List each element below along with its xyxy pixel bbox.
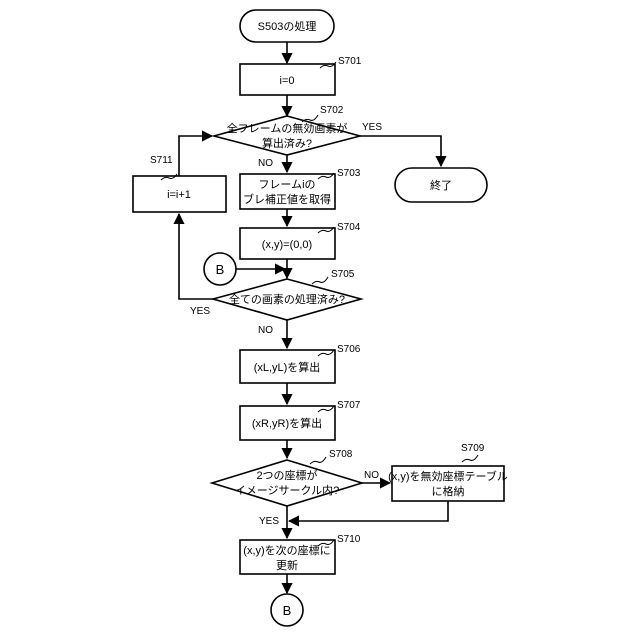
decision-s705: 全ての画素の処理済み?	[213, 279, 361, 320]
decision-s702: 全フレームの無効画素が 算出済み?	[214, 116, 360, 155]
decision-s708: 2つの座標が イメージサークル内?	[212, 460, 362, 506]
leader-s709	[462, 455, 478, 462]
step-id-s702: S702	[320, 105, 344, 116]
decision-s705-line1: 全ての画素の処理済み?	[229, 292, 345, 306]
process-s704: (x,y)=(0,0)	[240, 228, 335, 259]
process-s703: フレームiの ブレ補正値を取得	[240, 174, 335, 209]
connector-b-top: B	[204, 253, 236, 285]
start-label: S503の処理	[258, 20, 317, 33]
edge-s711-to-s702	[179, 136, 212, 176]
process-s701: i=0	[240, 64, 335, 95]
start-terminal: S503の処理	[240, 10, 334, 42]
connector-b-bottom: B	[271, 594, 303, 626]
edge-s709-to-s710	[289, 501, 448, 521]
branch-s702-no: NO	[258, 158, 273, 169]
process-s703-line2: ブレ補正値を取得	[243, 192, 331, 206]
process-s707-label: (xR,yR)を算出	[252, 416, 322, 430]
decision-s702-line1: 全フレームの無効画素が	[227, 121, 348, 135]
decision-s708-line2: イメージサークル内?	[235, 483, 340, 497]
process-s709: (x,y)を無効座標テーブル に格納	[388, 466, 508, 501]
process-s711-label: i=i+1	[167, 189, 191, 201]
process-s706-label: (xL,yL)を算出	[254, 360, 321, 374]
process-s710-line2: 更新	[276, 558, 298, 572]
leader-s705	[312, 277, 328, 284]
branch-s708-yes: YES	[259, 516, 279, 527]
connector-b-top-label: B	[216, 262, 225, 277]
process-s709-line2: に格納	[432, 484, 465, 498]
step-id-s709: S709	[461, 443, 485, 454]
connector-b-bottom-label: B	[283, 603, 292, 618]
process-s710: (x,y)を次の座標に 更新	[240, 540, 335, 574]
edge-s702-yes-to-end	[360, 136, 441, 166]
leader-s708	[310, 457, 326, 464]
process-s710-line1: (x,y)を次の座標に	[243, 543, 330, 557]
process-s711: i=i+1	[133, 176, 226, 212]
decision-s702-line2: 算出済み?	[262, 136, 312, 150]
step-id-s710: S710	[337, 534, 361, 545]
end-label: 終了	[430, 178, 452, 192]
step-id-s704: S704	[337, 222, 361, 233]
branch-s705-yes: YES	[190, 306, 210, 317]
process-s701-label: i=0	[280, 75, 295, 87]
process-s703-line1: フレームiの	[258, 178, 315, 191]
step-id-s711: S711	[150, 155, 173, 166]
step-id-s706: S706	[337, 344, 361, 355]
step-id-s701: S701	[338, 56, 362, 67]
process-s706: (xL,yL)を算出	[240, 350, 335, 383]
step-id-s705: S705	[331, 269, 355, 280]
branch-s708-no: NO	[364, 470, 379, 481]
end-terminal: 終了	[395, 168, 487, 202]
branch-s705-no: NO	[258, 325, 273, 336]
process-s709-line1: (x,y)を無効座標テーブル	[388, 469, 508, 483]
step-id-s708: S708	[329, 449, 353, 460]
process-s704-label: (x,y)=(0,0)	[262, 239, 312, 251]
decision-s708-line1: 2つの座標が	[256, 468, 317, 482]
process-s707: (xR,yR)を算出	[240, 406, 335, 440]
branch-s702-yes: YES	[362, 122, 382, 133]
step-id-s703: S703	[337, 168, 361, 179]
step-id-s707: S707	[337, 400, 361, 411]
